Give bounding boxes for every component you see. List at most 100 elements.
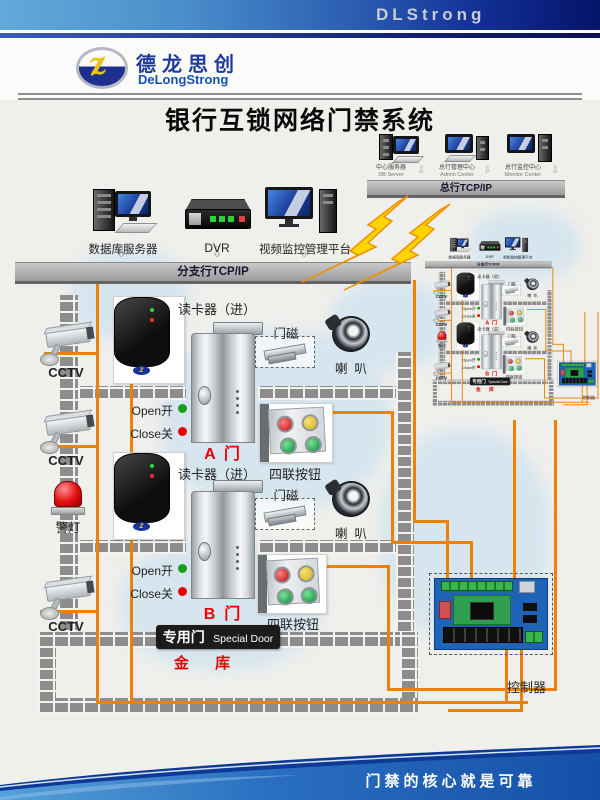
reader-b-label: 读卡器（进） [178,467,257,482]
vault-wall-left [38,632,56,714]
controller-board-icon [434,578,548,650]
branch-system: 数据库服务器 DVR 视频监控管理平台 ⇩ ⇩ ⇩ 分支行TCP/IP [15,183,560,716]
cctv-label: CCTV [48,365,84,380]
wire [44,352,98,355]
wire [446,520,449,580]
wall-right [396,352,414,633]
wire [586,385,588,406]
close-indicator-icon [178,587,187,596]
wire [570,350,572,364]
db-server-icon [379,134,427,164]
brand-wordmark: DLStrong [376,5,486,24]
controller-label: 控制器 [507,680,547,695]
cctv-label: CCTV [48,619,84,634]
wire [563,404,588,406]
quad-button-icon [259,403,333,463]
wire [562,343,564,364]
door-magnet-label: 门磁 [273,327,299,341]
door-a-close-label: Close关 [130,427,173,441]
card-reader-icon: z [113,296,185,384]
header-stripe [0,30,600,33]
cctv-camera-icon [36,574,98,620]
quad-button-icon [257,554,327,614]
branch-bus-bar: 分支行TCP/IP [15,262,411,284]
door-a-name: A 门 [204,446,240,463]
wire [413,520,449,523]
door-b-close-label: Close关 [130,587,173,601]
logo-z-swoosh-icon: z [85,47,111,84]
wall-row-b [258,540,396,554]
controller-label: 控制器 [582,395,595,400]
footer-swoosh [0,745,600,800]
speaker-icon [324,478,373,520]
database-server-label: 数据库服务器 [88,244,158,256]
door-a-open-label: Open开 [131,404,173,418]
company-logo-icon: z [76,47,128,89]
wire [520,650,523,712]
door-a-graphic [191,333,255,443]
wire [581,385,583,403]
door-b-graphic [191,491,255,599]
alarm-light-label: 警灯 [55,521,81,535]
wall-left [58,295,78,632]
vault-wall-top [273,632,418,648]
wire [96,280,99,704]
down-arrow-icon: ⇩ [298,244,311,261]
company-name-cn: 德龙思创 [136,52,240,76]
wire [391,541,473,544]
wire [96,701,528,704]
wire [448,709,523,712]
speaker-icon [324,313,373,355]
wire [44,445,98,448]
wire [413,280,416,523]
monitor-center-icon [507,134,557,164]
wire [328,411,393,414]
special-door-sign: 专用门 Special Door [156,625,280,649]
door-magnet-icon [255,336,315,368]
dvr-label: DVR [204,241,230,255]
down-arrow-icon: ⇩ [115,244,128,261]
card-reader-icon: z [113,452,185,540]
cctv-camera-icon [36,408,98,454]
open-indicator-icon [178,404,187,413]
controller-outline [429,573,553,655]
header-divider [18,93,582,100]
quad-button-label: 四联按钮 [268,467,321,482]
door-b-name: B 门 [203,606,241,623]
wire [513,420,516,578]
alarm-light-icon [51,481,85,515]
open-indicator-icon [178,564,187,573]
wire [470,541,473,580]
wire [584,311,586,363]
close-indicator-icon [178,427,187,436]
header-stripe-navy [0,33,600,38]
footer-slogan: 门禁的核心就是可靠 [365,773,537,790]
video-platform-label: 视频监控管理平台 [259,244,351,256]
vault-wall-right [400,632,418,714]
cctv-label: CCTV [48,453,84,468]
wire [554,420,557,691]
controller-board-icon [559,362,596,386]
door-magnet-label: 门磁 [273,489,299,503]
special-door-cn: 专用门 [162,629,205,645]
wire [597,311,599,399]
wire [505,650,508,702]
company-name-en: DeLongStrong [138,72,229,87]
admin-center-icon [443,134,493,164]
down-arrow-icon: ⇩ [483,165,492,176]
wall-row-a [258,386,396,400]
video-platform-icon [265,187,341,239]
database-server-icon [93,183,158,239]
wire [391,411,394,544]
wire [387,565,390,691]
top-brand-bar [0,0,600,30]
reader-a-label: 读卡器（进） [178,302,257,317]
down-arrow-icon: ⇩ [551,165,560,176]
wire [387,688,557,691]
door-magnet-icon [255,498,315,530]
